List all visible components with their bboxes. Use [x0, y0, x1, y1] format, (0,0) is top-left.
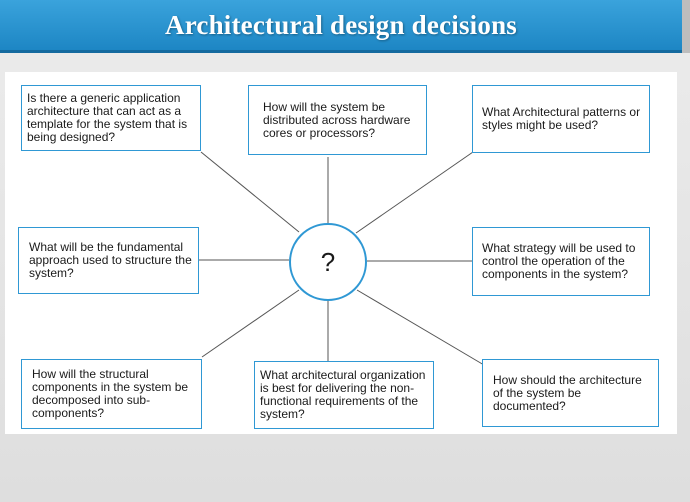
question-box-non-functional-requirements: What architectural organization is best … [254, 361, 434, 429]
diagram-panel: ? Is there a generic application archite… [5, 72, 677, 434]
question-box-distribution: How will the system be distributed acros… [248, 85, 427, 155]
question-text: How should the architecture of the syste… [493, 372, 642, 413]
connector-lines [198, 151, 485, 366]
connector-top-right [355, 151, 474, 234]
question-text: What architectural organization is best … [260, 368, 426, 421]
question-text: How will the system be distributed acros… [263, 99, 411, 140]
question-text: What strategy will be used to control th… [482, 241, 636, 281]
question-box-documentation: How should the architecture of the syste… [482, 359, 659, 427]
title-bar: Architectural design decisions [0, 0, 690, 53]
center-question-circle: ? [289, 223, 367, 301]
question-box-decomposition: How will the structural components in th… [21, 359, 202, 429]
question-box-generic-architecture: Is there a generic application architect… [21, 85, 201, 151]
question-box-fundamental-approach: What will be the fundamental approach us… [18, 227, 199, 294]
connector-bottom-left [201, 289, 300, 358]
connector-bottom-right [356, 289, 485, 366]
title-bar-shadow [682, 0, 690, 53]
question-text: How will the structural components in th… [32, 367, 189, 420]
question-text: Is there a generic application architect… [27, 91, 188, 144]
question-box-architectural-patterns: What Architectural patterns or styles mi… [472, 85, 650, 153]
connector-top-left [200, 151, 300, 233]
slide-title: Architectural design decisions [165, 10, 517, 40]
question-text: What will be the fundamental approach us… [29, 240, 192, 280]
question-text: What Architectural patterns or styles mi… [482, 105, 641, 132]
question-box-control-strategy: What strategy will be used to control th… [472, 227, 650, 296]
